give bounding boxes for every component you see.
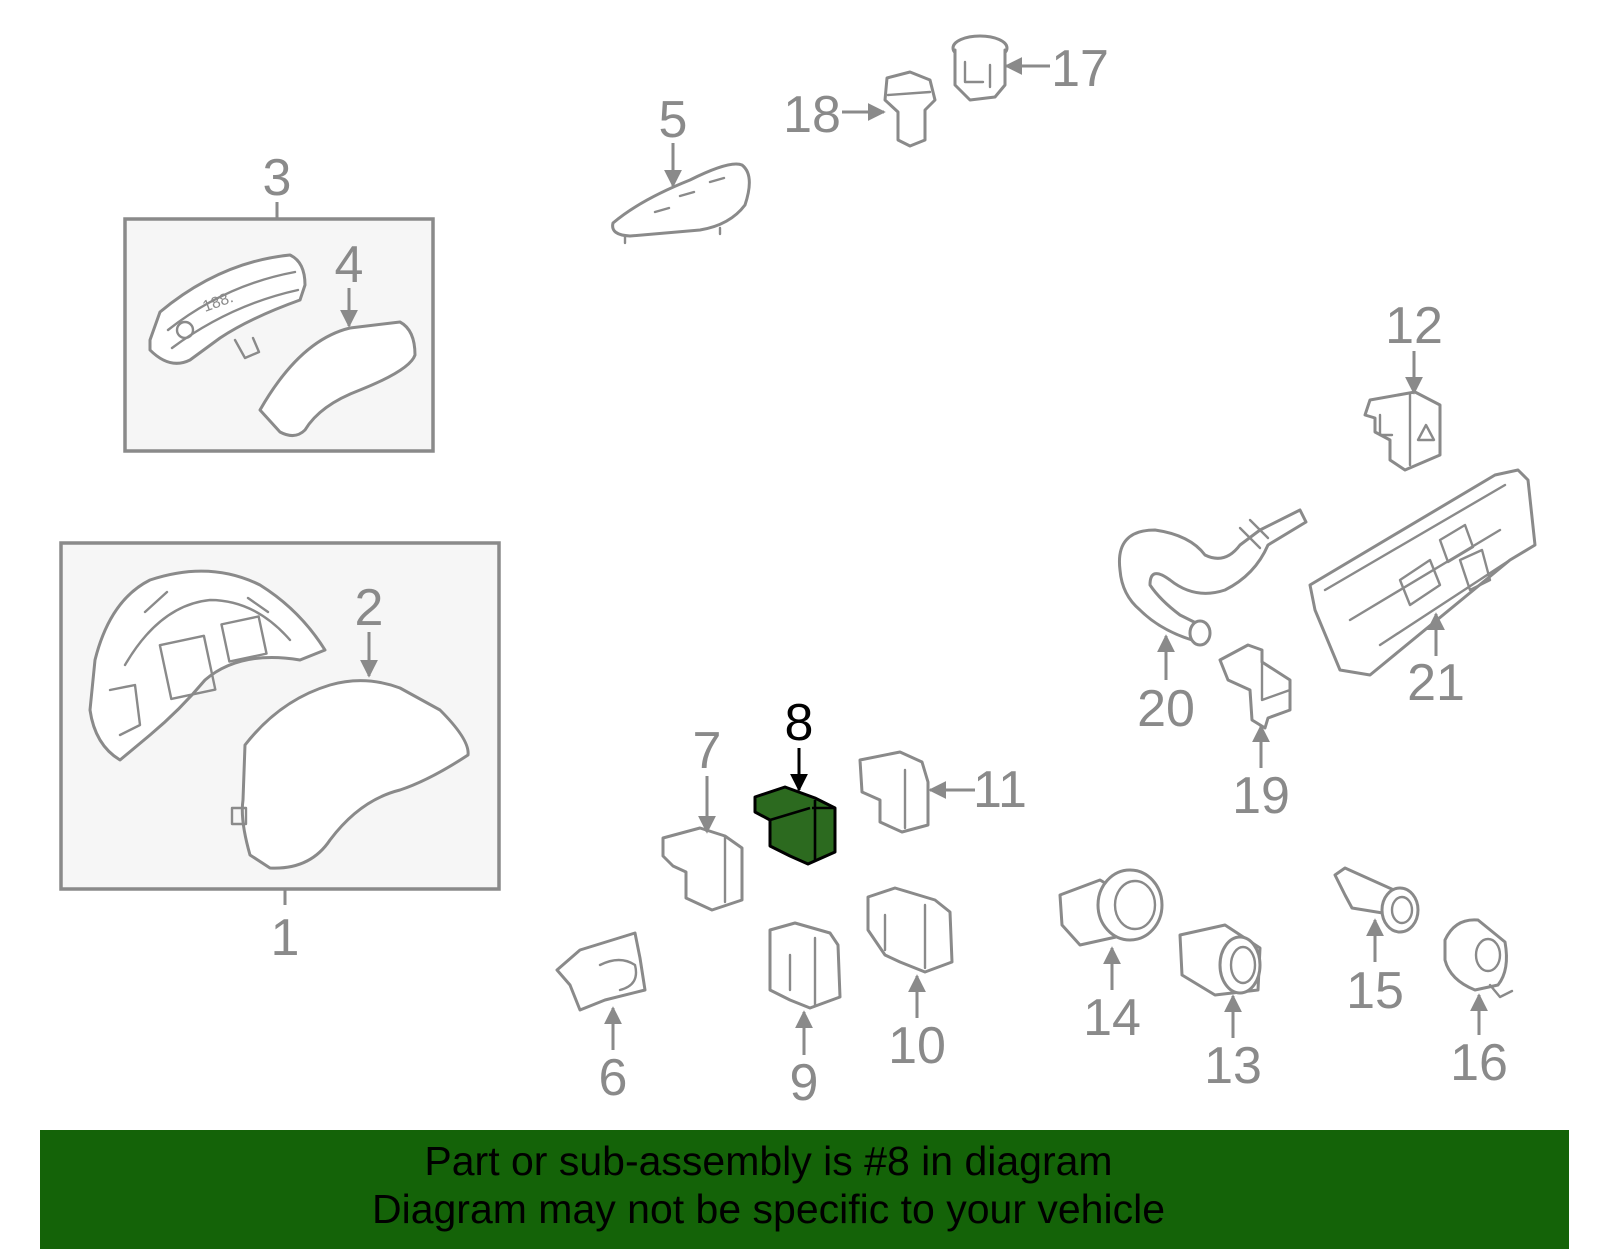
part-12-hazard-switch[interactable] bbox=[1363, 390, 1442, 472]
callout-2: 2 bbox=[355, 579, 384, 637]
part-5-switch-panel[interactable] bbox=[611, 162, 751, 245]
callout-6: 6 bbox=[599, 1049, 628, 1107]
callout-3: 3 bbox=[263, 149, 292, 207]
callout-8: 8 bbox=[785, 694, 814, 752]
callout-16: 16 bbox=[1450, 1034, 1508, 1092]
part-16-socket[interactable] bbox=[1443, 918, 1514, 999]
callout-12: 12 bbox=[1385, 297, 1443, 355]
part-13-socket[interactable] bbox=[1178, 923, 1262, 997]
part-2-lens[interactable] bbox=[230, 679, 470, 870]
part-17-switch[interactable] bbox=[951, 34, 1009, 102]
part-3-cluster-case[interactable]: 188. bbox=[148, 253, 307, 365]
part-19-sensor[interactable] bbox=[1218, 643, 1292, 730]
part-3-4-group: 188. 3 4 bbox=[123, 149, 435, 453]
part-7-switch[interactable] bbox=[661, 826, 744, 912]
callout-5: 5 bbox=[659, 91, 688, 149]
part-9-switch[interactable] bbox=[768, 921, 842, 1010]
callout-11: 11 bbox=[973, 761, 1027, 819]
callout-9: 9 bbox=[790, 1054, 819, 1112]
callout-21: 21 bbox=[1407, 654, 1465, 712]
callout-10: 10 bbox=[888, 1017, 946, 1075]
callout-20: 20 bbox=[1137, 680, 1195, 738]
callout-17: 17 bbox=[1051, 40, 1109, 98]
info-banner: Part or sub-assembly is #8 in diagram Di… bbox=[40, 1130, 1569, 1249]
banner-line-2: Diagram may not be specific to your vehi… bbox=[371, 1186, 1165, 1232]
part-21-control-panel[interactable] bbox=[1308, 468, 1537, 677]
part-11-switch[interactable] bbox=[858, 750, 930, 834]
part-1-cluster-assembly[interactable] bbox=[88, 569, 327, 762]
callout-14: 14 bbox=[1083, 989, 1141, 1047]
part-18-switch[interactable] bbox=[883, 70, 937, 148]
part-1-2-group: 2 1 bbox=[59, 541, 501, 967]
part-8-switch-highlighted[interactable] bbox=[753, 785, 837, 866]
part-15-lighter[interactable] bbox=[1333, 866, 1420, 934]
callout-7: 7 bbox=[693, 722, 722, 780]
callout-1: 1 bbox=[271, 909, 300, 967]
part-4-lens[interactable] bbox=[258, 320, 417, 437]
part-6-switch[interactable] bbox=[555, 931, 647, 1012]
banner-line-1: Part or sub-assembly is #8 in diagram bbox=[424, 1138, 1113, 1184]
callout-19: 19 bbox=[1232, 767, 1290, 825]
part-14-socket[interactable] bbox=[1058, 868, 1164, 947]
callout-13: 13 bbox=[1204, 1037, 1262, 1095]
callout-4: 4 bbox=[335, 236, 364, 294]
callout-18: 18 bbox=[783, 86, 841, 144]
callout-15: 15 bbox=[1346, 962, 1404, 1020]
part-10-switch[interactable] bbox=[866, 886, 954, 974]
part-20-hose[interactable] bbox=[1117, 508, 1308, 647]
